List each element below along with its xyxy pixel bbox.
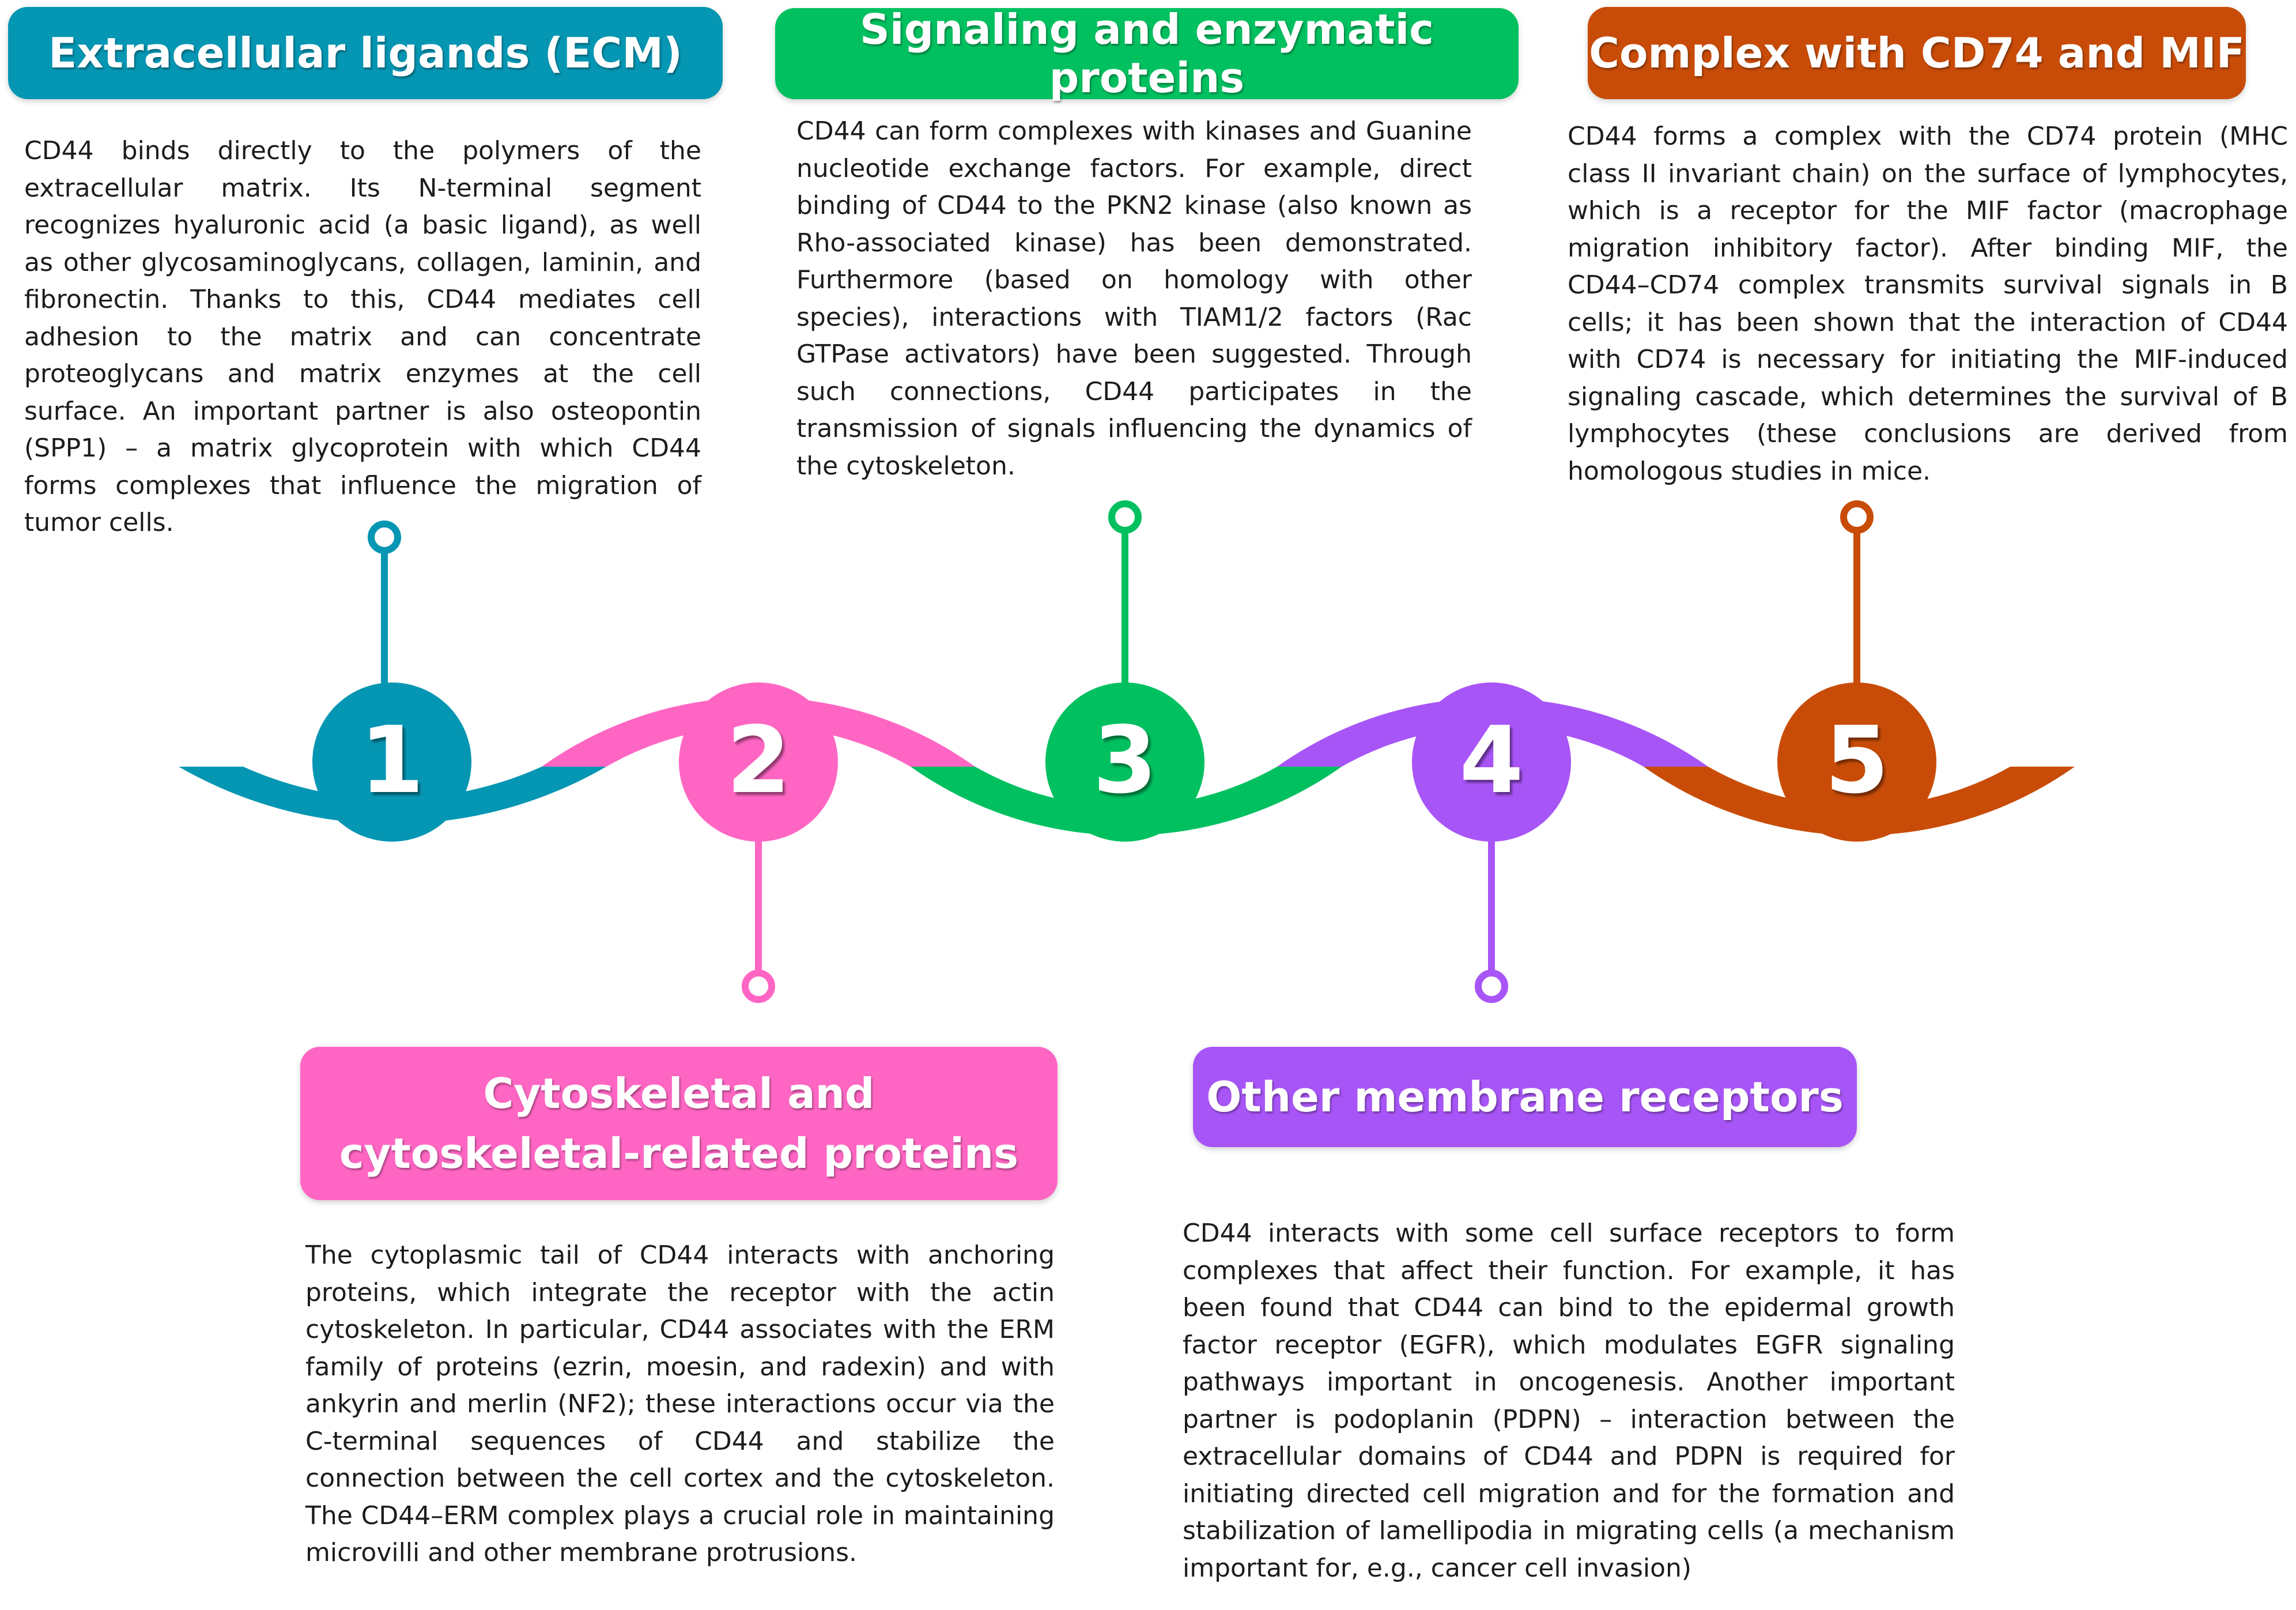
step-badge-4: 4 [1412,683,1571,842]
step-title-1: Extracellular ligands (ECM) [8,7,723,99]
connector-2 [742,839,775,1003]
step-title-2-text: Cytoskeletal and cytoskeletal-related pr… [339,1069,1019,1178]
step-badge-3: 3 [1045,683,1204,842]
wave-segment-5 [1644,767,2075,836]
step-number-1: 1 [360,706,424,814]
step-badge-1: 1 [312,683,471,842]
step-title-4-text: Other membrane receptors [1206,1073,1844,1121]
step-title-5-text: Complex with CD74 and MIF [1589,29,2245,77]
step-number-3: 3 [1093,706,1157,814]
connector-5 [1840,500,1874,683]
step-title-5: Complex with CD74 and MIF [1588,7,2246,99]
step-description-3: CD44 can form complexes with kinases and… [796,116,1472,481]
wave-segment-4 [1277,697,1708,767]
step-title-4: Other membrane receptors [1193,1047,1857,1147]
step-description-2: The cytoplasmic tail of CD44 interacts w… [305,1241,1055,1567]
wave-segment-1 [179,767,606,824]
step-title-2: Cytoskeletal and cytoskeletal-related pr… [300,1047,1058,1200]
step-number-4: 4 [1459,706,1523,814]
step-title-3: Signaling and enzymatic proteins [775,5,1519,102]
step-badge-2: 2 [679,683,838,842]
step-number-2: 2 [726,706,790,814]
step-description-5: CD44 forms a complex with the CD74 prote… [1568,122,2288,486]
connector-4 [1475,839,1508,1003]
connector-1 [368,521,401,683]
step-description-4: CD44 interacts with some cell surface re… [1183,1219,1955,1583]
step-title-3-text: Signaling and enzymatic proteins [860,5,1434,102]
step-number-5: 5 [1825,706,1889,814]
connector-3 [1108,500,1142,683]
step-description-1: CD44 binds directly to the polymers of t… [24,136,701,537]
wave-segment-2 [542,697,975,767]
wave-segment-3 [911,767,1342,836]
step-badge-5: 5 [1777,683,1936,842]
step-title-1-text: Extracellular ligands (ECM) [48,29,682,77]
